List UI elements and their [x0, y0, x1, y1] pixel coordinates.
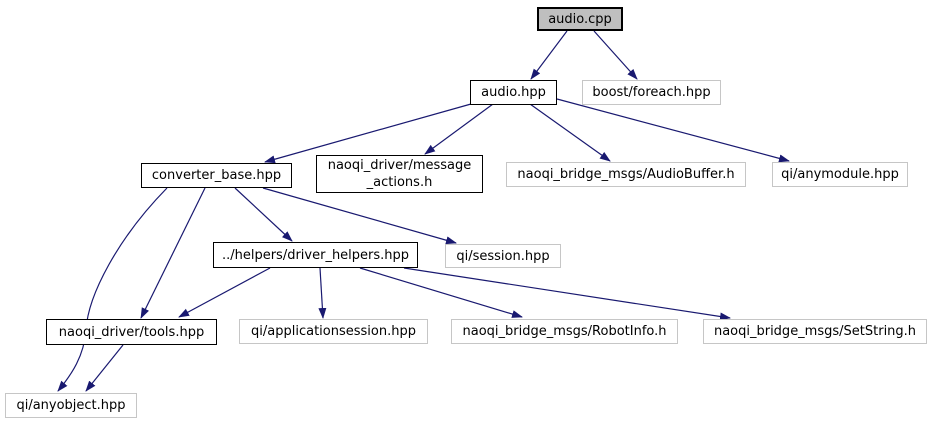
edge-converter-base-to-session [262, 187, 457, 245]
edge-audio-cpp-to-boost-foreach [593, 30, 638, 80]
edge-audio-hpp-to-converter-base [264, 103, 472, 164]
node-label: naoqi_bridge_msgs/RobotInfo.h [462, 324, 667, 339]
edge-driver-helpers-to-applicationsession [318, 267, 327, 319]
node-label: qi/anymodule.hpp [781, 167, 899, 182]
node-naoqi-bridge-msgs-audiobuffer-h: naoqi_bridge_msgs/AudioBuffer.h [506, 162, 746, 187]
node-label: naoqi_driver/message _actions.h [327, 158, 472, 190]
edge-driver-helpers-to-setstring [403, 267, 731, 321]
node-boost-foreach-hpp: boost/foreach.hpp [582, 80, 721, 105]
node-audio-cpp: audio.cpp [537, 7, 623, 31]
node-label: audio.hpp [481, 85, 546, 100]
node-qi-anymodule-hpp: qi/anymodule.hpp [772, 162, 908, 187]
node-qi-anyobject-hpp: qi/anyobject.hpp [5, 393, 137, 418]
edge-audio-hpp-to-anymodule [556, 98, 790, 163]
edge-driver-helpers-to-tools [178, 267, 271, 318]
edge-audio-hpp-to-message-actions [424, 103, 494, 155]
node-label: qi/session.hpp [456, 248, 550, 264]
node-naoqi-bridge-msgs-setstring-h: naoqi_bridge_msgs/SetString.h [703, 319, 927, 344]
node-label: qi/applicationsession.hpp [251, 324, 416, 339]
node-converter-base-hpp[interactable]: converter_base.hpp [141, 163, 292, 188]
edge-driver-helpers-to-robotinfo [359, 267, 523, 318]
node-label: naoqi_bridge_msgs/SetString.h [713, 324, 917, 339]
edge-converter-base-to-anyobject [57, 187, 168, 392]
node-label: naoqi_driver/tools.hpp [58, 324, 205, 340]
node-qi-session-hpp: qi/session.hpp [445, 244, 561, 268]
edge-audio-hpp-to-audiobuffer [529, 103, 611, 162]
node-label: naoqi_bridge_msgs/AudioBuffer.h [517, 167, 735, 182]
edge-audio-cpp-to-audio-hpp [530, 30, 568, 80]
node-audio-hpp[interactable]: audio.hpp [470, 80, 557, 105]
node-label: converter_base.hpp [151, 168, 282, 183]
edge-converter-base-to-tools [140, 187, 206, 319]
node-label: audio.cpp [548, 11, 612, 27]
node-naoqi-bridge-msgs-robotinfo-h: naoqi_bridge_msgs/RobotInfo.h [451, 319, 678, 344]
edge-tools-to-anyobject [85, 344, 124, 392]
node-label: ../helpers/driver_helpers.hpp [221, 247, 410, 263]
node-qi-applicationsession-hpp: qi/applicationsession.hpp [239, 319, 428, 344]
edge-converter-base-to-driver-helpers [234, 187, 293, 242]
node-label: boost/foreach.hpp [592, 85, 711, 100]
node-label: qi/anyobject.hpp [16, 398, 126, 413]
node-naoqi-driver-tools-hpp[interactable]: naoqi_driver/tools.hpp [46, 319, 217, 345]
node-helpers-driver-helpers-hpp[interactable]: ../helpers/driver_helpers.hpp [213, 242, 418, 268]
node-naoqi-driver-message-actions-h[interactable]: naoqi_driver/message _actions.h [316, 155, 483, 193]
